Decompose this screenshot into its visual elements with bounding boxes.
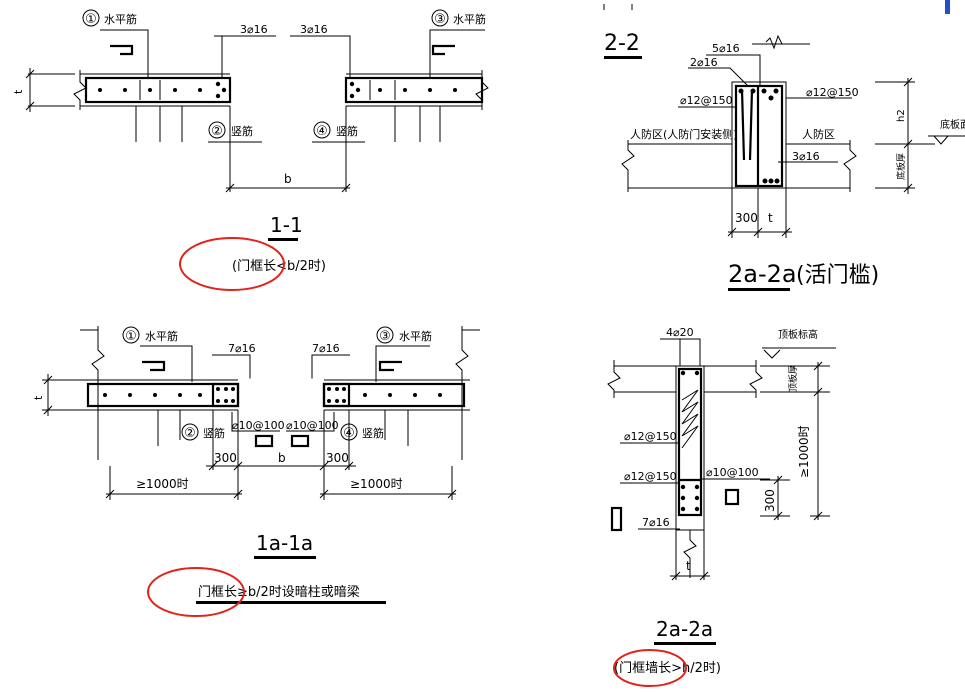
label-rebar-3d16-left: 3⌀16: [240, 23, 268, 36]
dim-b-1-1: b: [284, 172, 292, 186]
section-title-1a-1a: 1a-1a: [256, 531, 313, 555]
label-zone-left: 人防区(人防门安装侧): [630, 127, 738, 141]
callout-number-4: ④: [316, 124, 328, 139]
label-stirrup-left: ⌀12@150: [680, 94, 733, 107]
label-vertical-bar-4a: 竖筋: [362, 426, 384, 440]
highlight-circle-2: [147, 567, 245, 617]
highlight-circle-3: [613, 649, 687, 687]
callout-number-3: ③: [434, 12, 446, 27]
section-title-1-1: 1-1: [270, 213, 303, 237]
section-1a-1a: ① 水平筋 ③ 水平筋 7⌀16 7⌀16: [32, 326, 480, 617]
dim-top-slab-thickness: 顶板厚: [787, 365, 799, 392]
dim-b-1a: b: [278, 451, 286, 465]
dim-floor-thickness: 底板厚: [895, 153, 907, 180]
dim-300-2-2: 300: [735, 211, 758, 225]
label-rebar-7d16-2a: 7⌀16: [642, 516, 670, 529]
dim-t-1-1: t: [12, 89, 25, 94]
note-1a-1a: 门框长≥b/2时设暗柱或暗梁: [198, 585, 360, 600]
label-stirrup-2a-2: ⌀12@150: [624, 470, 677, 483]
dim-300-2a: 300: [763, 489, 777, 512]
dim-300-1a-left: 300: [214, 451, 237, 465]
note-1-1: (门框长<b/2时): [232, 259, 326, 274]
label-rebar-2d16: 2⌀16: [690, 56, 718, 69]
callout-number-1: ①: [85, 12, 97, 27]
label-zone-right: 人防区: [802, 127, 835, 141]
section-title-2a-2a: 2a-2a: [656, 617, 713, 641]
callout-number-2a: ②: [184, 426, 196, 441]
label-stirrup-2a-1: ⌀12@150: [624, 430, 677, 443]
label-vertical-bar-2a: 竖筋: [203, 426, 225, 440]
dim-h2: h2: [896, 109, 907, 122]
label-rebar-3d16: 3⌀16: [792, 150, 820, 163]
note-active-threshold: (活门槛): [796, 263, 879, 288]
label-horizontal-bar-1a: 水平筋: [145, 329, 178, 343]
label-floor-level: 底板面: [940, 118, 965, 131]
label-rebar-4d20: 4⌀20: [666, 326, 694, 339]
callout-number-3a: ③: [379, 329, 391, 344]
label-horizontal-bar-3a: 水平筋: [399, 329, 432, 343]
label-stirrup-right: ⌀12@150: [806, 86, 859, 99]
label-rebar-7d16-left: 7⌀16: [228, 342, 256, 355]
dim-ge1000-left: ≥1000时: [136, 477, 189, 491]
label-rebar-7d16-right: 7⌀16: [312, 342, 340, 355]
section-title-2a-2a-threshold: 2a-2a: [728, 260, 797, 288]
section-2a-2a: 4⌀20 顶板标高 ⌀12@150 ⌀12@150 ⌀10@100 7⌀16: [607, 326, 836, 687]
callout-number-1a: ①: [125, 329, 137, 344]
callout-number-4a: ④: [343, 426, 355, 441]
label-stirrup-1a-left: ⌀10@100: [232, 419, 285, 432]
label-top-slab-level: 顶板标高: [778, 328, 818, 341]
section-title-2-2: 2-2: [604, 31, 640, 56]
dim-ge1000-2a: ≥1000时: [797, 425, 811, 478]
label-horizontal-bar-3: 水平筋: [453, 12, 486, 26]
callout-circle-1: [82, 9, 100, 27]
callout-number-2: ②: [211, 124, 223, 139]
dim-t-2a: t: [686, 559, 691, 573]
label-rebar-5d16: 5⌀16: [712, 42, 740, 55]
dim-t-2-2: t: [768, 211, 773, 225]
label-vertical-bar-2: 竖筋: [231, 124, 253, 138]
label-horizontal-bar-1: 水平筋: [104, 12, 137, 26]
label-vertical-bar-4: 竖筋: [336, 124, 358, 138]
section-1-1: ① 水平筋 ③ 水平筋 3⌀16 3⌀16 t: [12, 9, 489, 291]
dim-300-1a-right: 300: [326, 451, 349, 465]
label-stirrup-2a-3: ⌀10@100: [706, 466, 759, 479]
dim-ge1000-right: ≥1000时: [350, 477, 403, 491]
label-stirrup-1a-right: ⌀10@100: [286, 419, 339, 432]
label-rebar-3d16-right: 3⌀16: [300, 23, 328, 36]
highlight-circle-1: [179, 237, 285, 291]
note-2a-2a: (门框墙长>h/2时): [614, 661, 721, 676]
dim-t-1a: t: [32, 395, 45, 400]
section-2-2: 2-2 5⌀16 2⌀16 ⌀12@150 ⌀12@150 人防区(人防门安装侧…: [603, 0, 965, 291]
